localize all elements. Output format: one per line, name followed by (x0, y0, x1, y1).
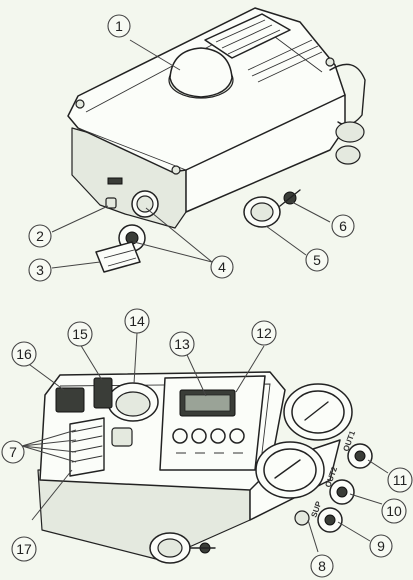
callout-2: 2 (28, 224, 52, 248)
callout-2-label: 2 (36, 228, 44, 244)
callout-8: 8 (310, 554, 334, 578)
callout-12: 12 (251, 320, 277, 346)
callout-16: 16 (11, 341, 37, 367)
callout-14-label: 14 (129, 313, 145, 329)
callout-15-label: 15 (72, 326, 88, 342)
callout-17: 17 (11, 536, 37, 562)
callout-4-label: 4 (218, 259, 226, 275)
callout-6: 6 (331, 214, 355, 238)
callout-12-label: 12 (256, 325, 272, 341)
callout-10-label: 10 (386, 503, 402, 519)
callout-9-label: 9 (377, 538, 385, 554)
callout-7: 7 (1, 440, 25, 464)
callout-5-label: 5 (313, 252, 321, 268)
leader-lines (21, 39, 389, 553)
callout-9: 9 (369, 534, 393, 558)
callout-11-label: 11 (393, 472, 408, 488)
callout-8-label: 8 (318, 558, 326, 574)
callout-15: 15 (67, 321, 93, 347)
callout-17-label: 17 (16, 541, 32, 557)
callout-5: 5 (305, 248, 329, 272)
callout-11: 11 (387, 467, 413, 493)
callout-10: 10 (381, 498, 407, 524)
callout-7-label: 7 (9, 444, 17, 460)
callout-16-label: 16 (16, 346, 32, 362)
open-housing: OUT1 OUT2 SUP (37, 371, 373, 564)
callout-4: 4 (210, 255, 234, 279)
closed-housing (67, 7, 366, 273)
callout-1: 1 (107, 14, 131, 38)
callout-13-label: 13 (174, 336, 190, 352)
callout-3-label: 3 (36, 262, 44, 278)
callout-1-label: 1 (115, 18, 123, 34)
callout-3: 3 (28, 258, 52, 282)
callout-14: 14 (124, 308, 150, 334)
callout-6-label: 6 (339, 218, 347, 234)
callout-13: 13 (169, 331, 195, 357)
